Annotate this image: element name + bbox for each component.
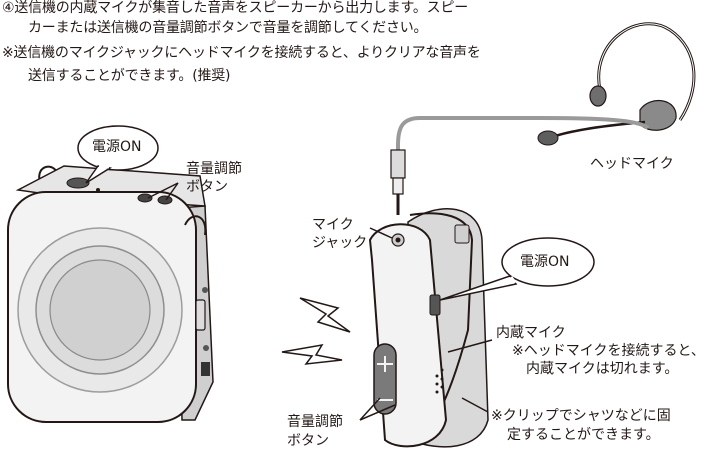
mic-jack-leader [369,227,393,239]
tx-volume-label-2: ボタン [287,433,329,449]
speaker-power-label: 電源ON [92,139,142,155]
wireless-signal-icon [281,297,351,365]
tx-volume-label-1: 音量調節 [287,414,343,430]
builtin-mic-note-1: ※ヘッドマイクを接続すると、 [512,343,705,359]
instruction-line-4: 送信することができます。(推奨) [28,68,231,84]
mic-jack-label-2: ジャック [312,235,368,251]
builtin-mic-leader [447,339,493,353]
clip-note-1: ※クリップでシャツなどに固 [491,408,671,424]
headset-mic-label: ヘッドマイク [590,156,674,172]
builtin-mic-note-2: 内蔵マイクは切れます。 [526,361,679,377]
speaker-volume-leader [147,182,179,199]
speaker-volume-label-1: 音量調節 [186,161,242,177]
clip-leader [461,397,489,413]
transmitter-power-callout [439,237,595,301]
speaker-volume-label-2: ボタン [186,179,228,195]
clip-note-2: 定することができます。 [507,427,660,443]
tx-volume-leader [359,397,381,421]
builtin-mic-label: 内蔵マイク [496,325,566,341]
instruction-line-2: カーまたは送信機の音量調節ボタンで音量を調節してください。 [28,20,428,36]
headset-mic [390,22,696,215]
speaker-power-callout [77,125,159,184]
transmitter-power-label: 電源ON [520,254,570,270]
instruction-line-1: ④送信機の内蔵マイクが集音した音声をスピーカーから出力します。スピー [2,0,469,16]
mic-jack-label-1: マイク [312,217,354,233]
speaker-device [7,165,214,423]
instruction-line-3: ※送信機のマイクジャックにヘッドマイクを接続すると、よりクリアな音声を [2,45,481,61]
transmitter-device [368,208,489,448]
